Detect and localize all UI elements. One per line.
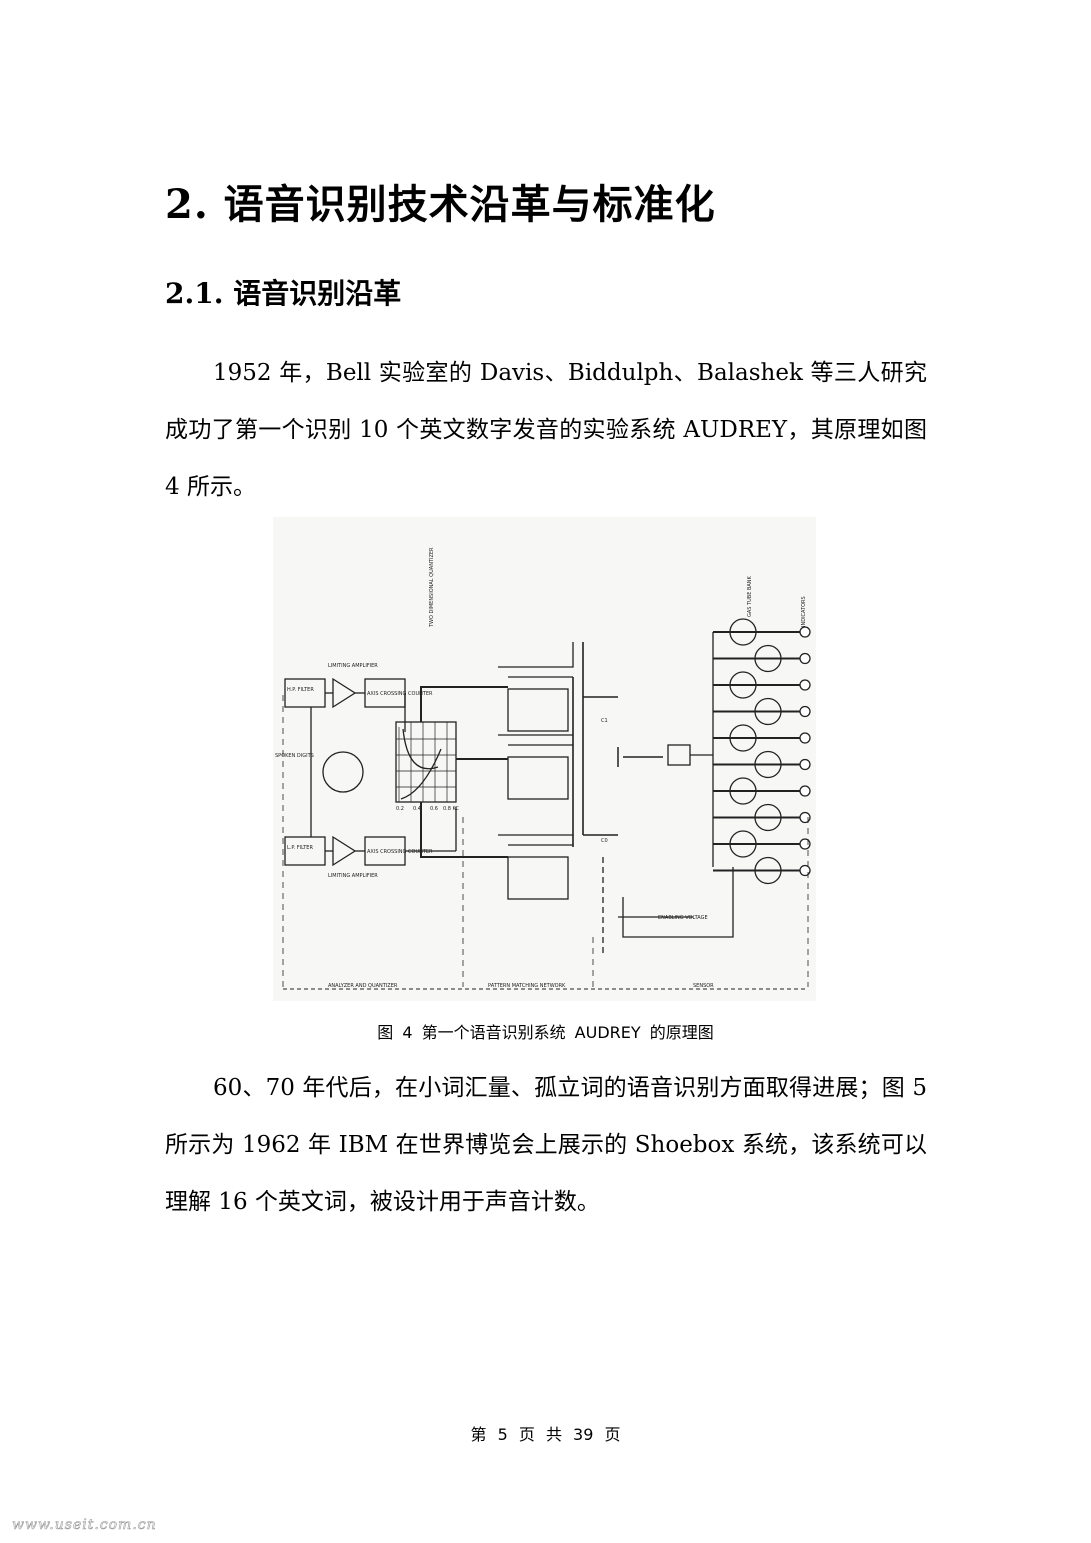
spoken-digits-label: SPOKEN DIGITS (275, 753, 314, 759)
watermark: www.useit.com.cn (12, 1517, 157, 1534)
axis-counter-label: AXIS CROSSING COUNTER (367, 691, 433, 697)
hp-filter-label: H.P. FILTER (287, 687, 314, 693)
audrey-schematic-figure: H.P. FILTER L.P. FILTER LIMITING AMPLIFI… (273, 517, 816, 1001)
indicator-lamp (799, 732, 811, 744)
axis-tick: 0.2 (396, 806, 404, 812)
indicator-lamp (799, 811, 811, 824)
lp-filter-label: L.P. FILTER (287, 845, 313, 851)
gas-tube-label: GAS TUBE BANK (747, 575, 753, 617)
section-pattern-label: PATTERN MATCHING NETWORK (488, 983, 566, 989)
axis-tick: 0.4 (413, 806, 421, 812)
subsection-heading: 2.1. 语音识别沿革 (165, 277, 402, 310)
page-footer: 第 5 页 共 39 页 (470, 1425, 621, 1444)
section-analyzer-label: ANALYZER AND QUANTIZER (328, 983, 398, 989)
indicator-lamp (799, 864, 811, 877)
indicator-lamp (799, 758, 811, 771)
section-sensor-label: SENSOR (693, 983, 714, 989)
indicator-lamp (799, 785, 811, 797)
c0-label: C0 (601, 838, 608, 844)
indicator-lamp (799, 838, 811, 850)
quantizer-label: TWO DIMENSIONAL QUANTIZER (429, 547, 435, 628)
indicator-lamp (799, 626, 811, 638)
c1-label: C1 (601, 718, 608, 724)
indicator-lamp (799, 705, 811, 718)
axis-tick: 0.6 (430, 806, 438, 812)
axis-tick: 0.8 KC (443, 806, 460, 812)
section-heading: 2. 语音识别技术沿革与标准化 (165, 181, 716, 228)
figure-caption: 图 4 第一个语音识别系统 AUDREY 的原理图 (377, 1023, 714, 1042)
indicators-label: INDICATORS (801, 596, 807, 627)
indicator-lamp (799, 652, 811, 665)
indicator-lamp (799, 679, 811, 691)
limiting-amp-label-bottom: LIMITING AMPLIFIER (328, 873, 378, 879)
limiting-amp-label: LIMITING AMPLIFIER (328, 663, 378, 669)
enabling-voltage-label: ENABLING VOLTAGE (658, 915, 708, 921)
axis-counter-label-bottom: AXIS CROSSING COUNTER (367, 849, 433, 855)
paragraph-audrey: 1952 年，Bell 实验室的 Davis、Biddulph、Balashek… (165, 360, 927, 500)
paragraph-shoebox: 60、70 年代后，在小词汇量、孤立词的语音识别方面取得进展；图 5 所示为 1… (165, 1075, 927, 1215)
schematic-diagram: H.P. FILTER L.P. FILTER LIMITING AMPLIFI… (273, 517, 816, 1001)
